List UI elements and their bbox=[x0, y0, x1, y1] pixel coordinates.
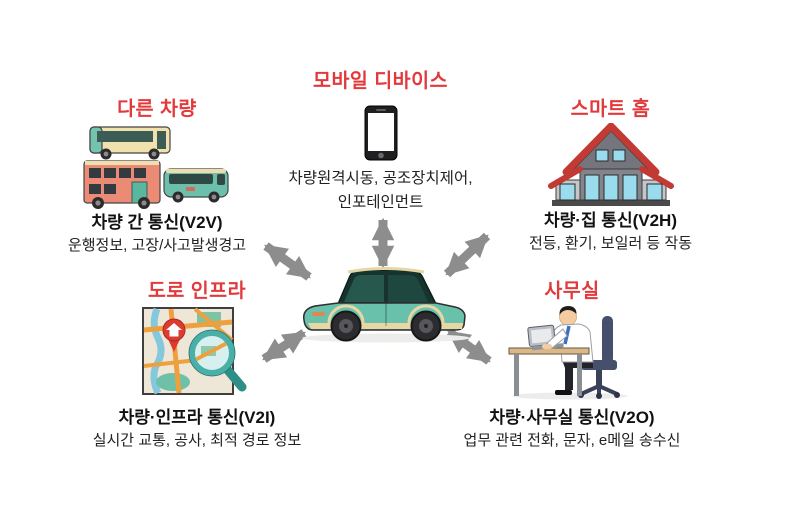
minibus bbox=[163, 168, 229, 203]
buses-icon bbox=[83, 126, 229, 209]
person-hand bbox=[541, 344, 552, 349]
smart-home-title: 스마트 홈 bbox=[570, 98, 651, 120]
office-description: 업무 관련 전화, 문자, e메일 송수신 bbox=[463, 432, 681, 449]
road-infra-subtitle: 차량·인프라 통신(V2I) bbox=[118, 408, 276, 427]
smart-home-description: 전등, 환기, 보일러 등 작동 bbox=[528, 235, 692, 252]
double-decker-bus bbox=[83, 160, 161, 209]
other-vehicles-description: 운행정보, 고장/사고발생경고 bbox=[67, 237, 247, 254]
road-infra-title: 도로 인프라 bbox=[147, 280, 247, 302]
other-vehicles-title: 다른 차량 bbox=[117, 98, 197, 120]
mobile-device-description-line2: 인포테인먼트 bbox=[337, 194, 424, 211]
node-office: 사무실 차량·사무실 통신(V2O) bbox=[447, 280, 697, 451]
map-magnifier-icon bbox=[142, 307, 247, 395]
city-bus bbox=[89, 126, 171, 160]
car-icon bbox=[302, 267, 470, 343]
node-mobile-device: 모바일 디바이스 차량원격시동, 공조장치제어, 인포테인먼트 bbox=[278, 70, 483, 213]
house-icon bbox=[547, 123, 674, 206]
mobile-device-description-line1: 차량원격시동, 공조장치제어, bbox=[288, 170, 473, 187]
other-vehicles-subtitle: 차량 간 통신(V2V) bbox=[91, 213, 223, 232]
office-title: 사무실 bbox=[544, 280, 600, 302]
office-subtitle: 차량·사무실 통신(V2O) bbox=[489, 408, 655, 427]
smartphone-icon bbox=[364, 105, 397, 161]
road-infra-description: 실시간 교통, 공사, 최적 경로 정보 bbox=[92, 432, 302, 449]
magnifier-icon bbox=[188, 329, 247, 392]
node-road-infra: 도로 인프라 차량·인프라 통신(V2I bbox=[72, 280, 322, 451]
person-arm bbox=[545, 328, 568, 349]
office-worker-icon bbox=[508, 306, 628, 400]
smart-home-subtitle: 차량·집 통신(V2H) bbox=[544, 211, 677, 230]
desk bbox=[508, 347, 589, 396]
location-pin-icon bbox=[162, 318, 186, 352]
node-smart-home: 스마트 홈 차량·집 통신(V2H) 전등, 환기, 보일러 등 작동 bbox=[498, 98, 723, 254]
node-other-vehicles: 다른 차량 bbox=[32, 98, 282, 256]
central-vehicle bbox=[298, 260, 473, 344]
mobile-device-title: 모바일 디바이스 bbox=[313, 70, 448, 92]
